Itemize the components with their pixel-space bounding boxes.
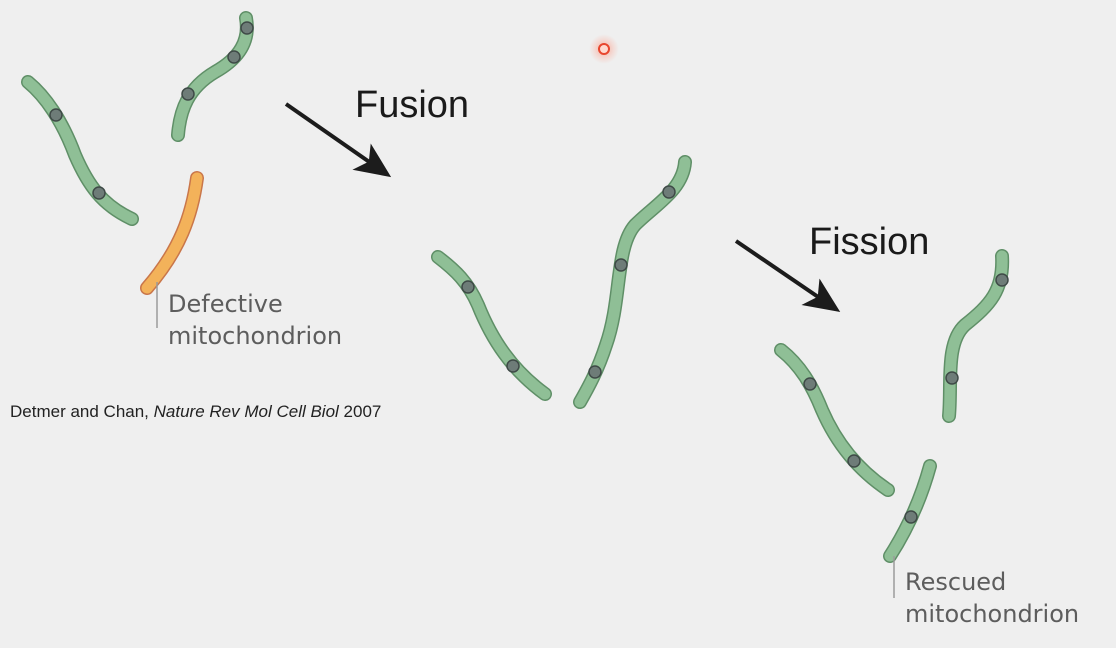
citation-year: 2007 [338,402,382,421]
nucleoid [92,186,106,200]
defective-mitochondrion [140,171,204,295]
mitochondrion-left-a [21,75,139,226]
mitochondrion-right-b [774,343,895,497]
defective-label-line-1: Defective [168,290,283,318]
nucleoid [847,454,861,468]
laser-pointer-dot [589,34,619,64]
nucleoid [588,365,602,379]
mitochondrion-right-a [942,249,1010,423]
rescued-label-line-2: mitochondrion [905,600,1080,628]
mitochondrion-middle-a [431,250,552,401]
nucleoid [181,87,195,101]
nucleoid [240,21,254,35]
rescued-mitochondrion [883,459,937,563]
fusion-arrow [284,102,392,178]
citation: Detmer and Chan, Nature Rev Mol Cell Bio… [10,402,381,422]
nucleoid [227,50,241,64]
nucleoid [904,510,918,524]
rescued-label-line-1: Rescued [905,568,1007,596]
nucleoid [614,258,628,272]
mitochondrion-middle-b [573,155,692,409]
nucleoid [461,280,475,294]
nucleoid [995,273,1009,287]
nucleoid [945,371,959,385]
nucleoid [506,359,520,373]
mitochondrion-top-a [171,11,254,142]
defective-mitochondrion-label: Defective mitochondrion [168,288,342,352]
nucleoid [803,377,817,391]
rescued-mitochondrion-label: Rescued mitochondrion [905,566,1079,630]
fission-arrow [734,239,841,313]
nucleoid [662,185,676,199]
citation-authors: Detmer and Chan, [10,402,154,421]
citation-journal: Nature Rev Mol Cell Biol [153,402,339,421]
fission-label: Fission [809,221,930,263]
nucleoid [49,108,63,122]
fusion-label: Fusion [355,84,470,126]
defective-label-line-2: mitochondrion [168,322,343,350]
